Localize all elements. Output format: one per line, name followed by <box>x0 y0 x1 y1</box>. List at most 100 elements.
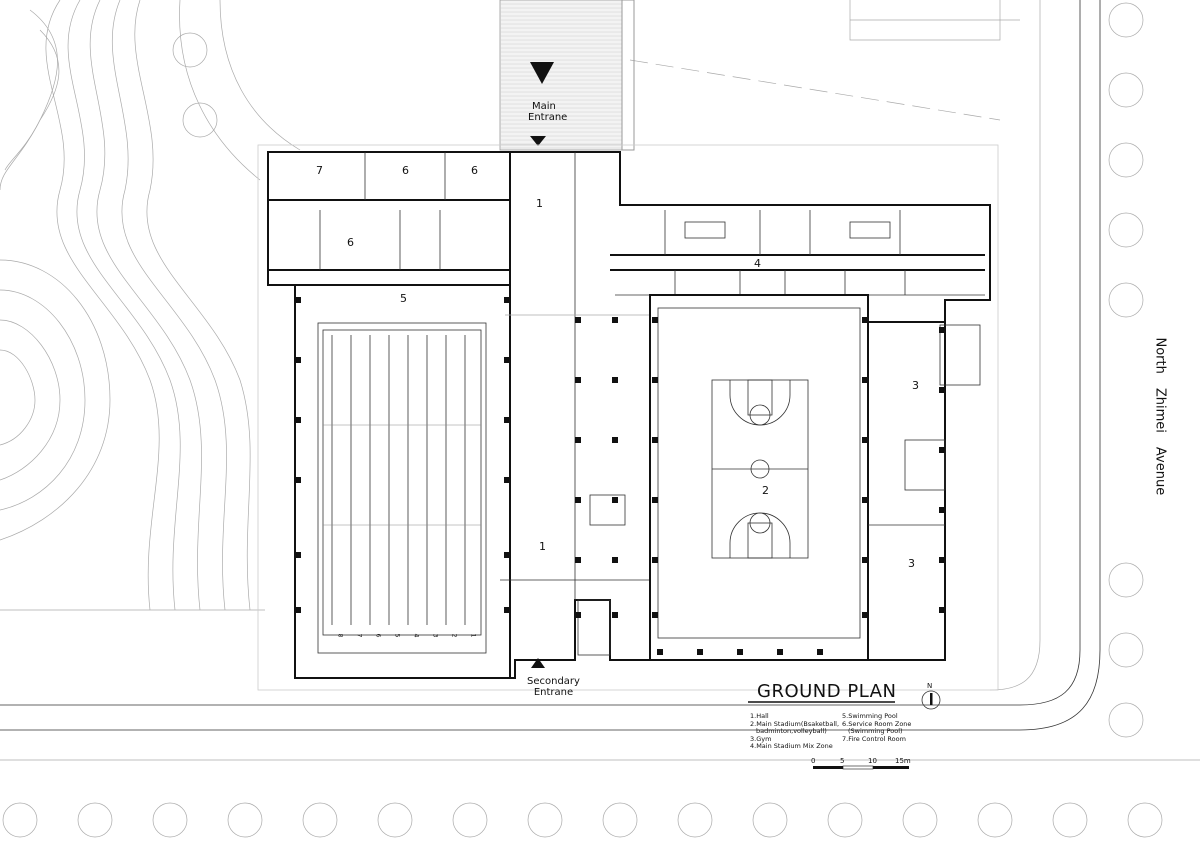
column <box>612 377 618 383</box>
column <box>862 612 868 618</box>
secondary-entrance-arrow-icon <box>531 658 545 668</box>
legend-item: 1.Hall <box>750 712 769 720</box>
column <box>657 649 663 655</box>
column <box>295 607 301 613</box>
column <box>817 649 823 655</box>
column <box>504 357 510 363</box>
room-label-stadium: 2 <box>762 484 769 497</box>
street-name-word-2: Zhimei <box>1152 387 1168 433</box>
column <box>777 649 783 655</box>
column <box>575 557 581 563</box>
column <box>575 497 581 503</box>
column <box>939 557 945 563</box>
main-entrance-label: Main Entrane <box>528 101 567 123</box>
room-label-fire-control: 7 <box>316 164 323 177</box>
column <box>652 377 658 383</box>
lane-number: 3 <box>431 633 439 638</box>
structural-columns <box>295 297 945 655</box>
secondary-entrance-label-line2: Entrane <box>533 687 574 698</box>
legend-item: 5.Swimming Pool <box>842 712 898 720</box>
room-label-service-b: 6 <box>471 164 478 177</box>
scale-tick-0: 0 <box>811 757 816 765</box>
legend-item: badminton,volleyball) <box>756 727 827 735</box>
north-arrow-label: N <box>927 682 933 690</box>
main-entrance-label-line1: Main <box>532 101 556 112</box>
column <box>862 557 868 563</box>
lane-number: 1 <box>469 633 477 638</box>
column <box>939 607 945 613</box>
main-entrance-paving <box>499 0 635 151</box>
room-label-hall-north: 1 <box>536 197 543 210</box>
legend-right: 5.Swimming Pool 6.Service Room Zone (Swi… <box>842 712 912 743</box>
column <box>575 317 581 323</box>
column <box>939 447 945 453</box>
column <box>295 297 301 303</box>
legend-item: 7.Fire Control Room <box>842 734 906 743</box>
legend-item: 4.Main Stadium Mix Zone <box>750 742 833 750</box>
column <box>862 497 868 503</box>
column <box>612 437 618 443</box>
drawing-title: GROUND PLAN <box>757 681 897 702</box>
pool-lanes <box>323 335 481 625</box>
lane-number: 7 <box>355 633 363 638</box>
street-name-word-1: North <box>1152 337 1168 374</box>
room-label-service-a: 6 <box>402 164 409 177</box>
column <box>295 357 301 363</box>
scale-tick-10: 10 <box>868 757 877 765</box>
column <box>652 497 658 503</box>
main-entrance-label-line2: Entrane <box>528 112 568 123</box>
scale-tick-5: 5 <box>840 757 845 765</box>
building-outline <box>257 144 999 691</box>
legend-item: 3.Gym <box>750 734 772 743</box>
secondary-entrance-label: Secondary Entrane <box>527 676 580 698</box>
column <box>862 377 868 383</box>
main-entrance-arrow-icon <box>530 62 554 84</box>
column <box>575 612 581 618</box>
column <box>612 317 618 323</box>
room-label-hall-south: 1 <box>539 540 546 553</box>
legend-item: (Swimming Pool) <box>848 727 903 735</box>
column <box>697 649 703 655</box>
room-label-mix-zone: 4 <box>754 257 761 270</box>
legend-item: 2.Main Stadium(Bsaketball, <box>750 719 840 728</box>
lane-number: 5 <box>393 633 401 638</box>
street-name-word-3: Avenue <box>1152 446 1168 496</box>
lane-number: 8 <box>336 633 344 638</box>
room-label-pool: 5 <box>400 292 407 305</box>
column <box>575 377 581 383</box>
column <box>737 649 743 655</box>
column <box>612 612 618 618</box>
column <box>939 387 945 393</box>
column <box>939 327 945 333</box>
topographic-contours <box>0 0 301 611</box>
column <box>295 552 301 558</box>
column <box>939 507 945 513</box>
column <box>612 497 618 503</box>
column <box>504 417 510 423</box>
lane-number: 4 <box>412 633 420 638</box>
column <box>652 557 658 563</box>
column <box>504 607 510 613</box>
column <box>862 437 868 443</box>
column <box>504 297 510 303</box>
column <box>504 552 510 558</box>
column <box>612 557 618 563</box>
room-label-gym-north: 3 <box>912 379 919 392</box>
room-label-service-c: 6 <box>347 236 354 249</box>
north-arrow-icon <box>921 690 941 710</box>
column <box>295 417 301 423</box>
column <box>575 437 581 443</box>
legend-item: 6.Service Room Zone <box>842 719 912 728</box>
street-name-label: North Zhimei Avenue <box>1152 337 1168 496</box>
site-lines <box>0 0 1200 761</box>
lane-number: 6 <box>374 633 382 638</box>
basketball-court <box>711 379 809 559</box>
secondary-entrance-label-line1: Secondary <box>527 676 580 687</box>
column <box>504 477 510 483</box>
column <box>295 477 301 483</box>
street-trees <box>2 2 1163 838</box>
scale-tick-15m: 15m <box>895 757 911 765</box>
column <box>862 317 868 323</box>
lane-number: 2 <box>450 633 458 638</box>
column <box>652 612 658 618</box>
